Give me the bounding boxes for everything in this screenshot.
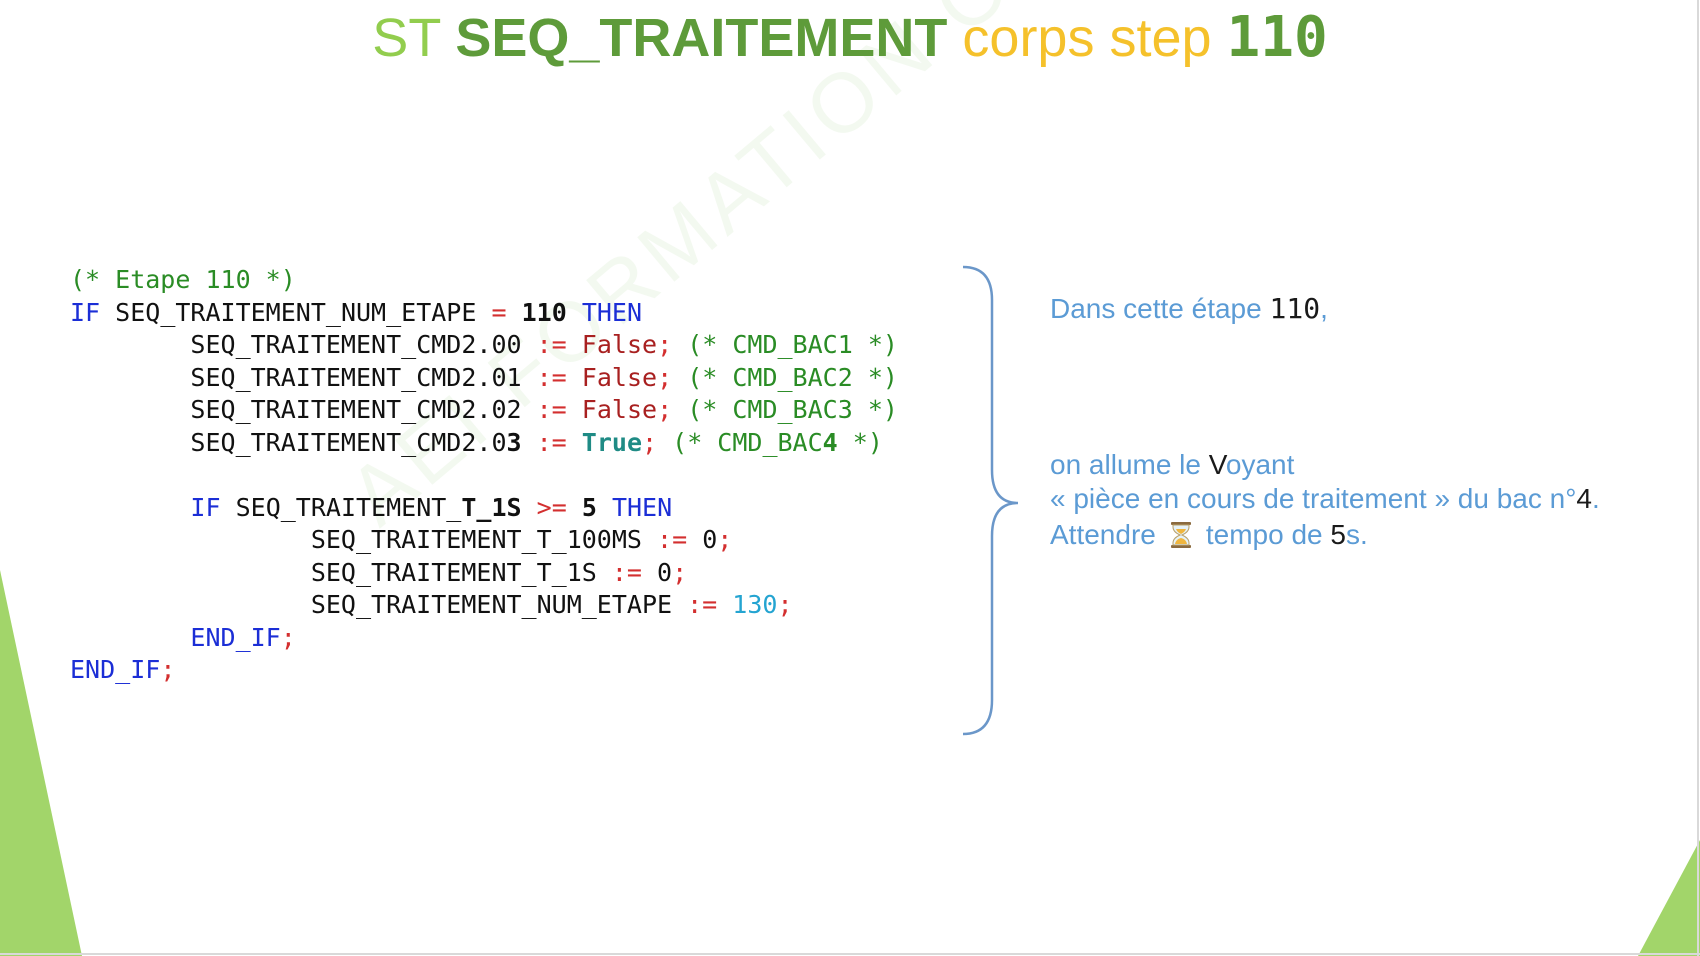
title-prefix: ST — [372, 8, 441, 68]
code-block: (* Etape 110 *) IF SEQ_TRAITEMENT_NUM_ET… — [70, 264, 898, 687]
code-line-12: END_IF; — [70, 622, 898, 655]
hourglass-icon — [1170, 522, 1191, 548]
code-line-9: SEQ_TRAITEMENT_T_100MS := 0; — [70, 524, 898, 557]
code-line-1: (* Etape 110 *) — [70, 264, 898, 297]
code-keyword: IF — [190, 492, 221, 522]
code-semicolon: ; — [777, 590, 793, 619]
code-operator: := — [611, 557, 642, 587]
explanation-line-4: Attendre tempo de 5s. — [1050, 519, 1368, 550]
code-variable: 0 — [506, 330, 522, 359]
code-semicolon: ; — [657, 330, 673, 359]
code-variable: SEQ_TRAITEMENT_T_100MS — [310, 525, 642, 554]
code-operator: := — [657, 525, 688, 554]
code-number: 0 — [702, 525, 718, 554]
code-semicolon: ; — [717, 525, 733, 554]
title-name: SEQ_TRAITEMENT — [455, 8, 948, 68]
code-semicolon: ; — [657, 395, 673, 424]
code-line-13: END_IF; — [70, 654, 898, 687]
code-operator: = — [491, 297, 507, 327]
code-line-5: SEQ_TRAITEMENT_CMD2.02 := False; (* CMD_… — [70, 394, 898, 427]
explanation-line-1: Dans cette étape 110, — [1050, 292, 1328, 325]
code-comment: (* Etape 110 *) — [70, 265, 296, 294]
code-semicolon: ; — [280, 622, 296, 652]
code-variable: SEQ_TRAITEMENT_CMD2.0 — [190, 427, 507, 457]
code-keyword: IF — [70, 297, 101, 327]
code-operator: >= — [536, 492, 567, 522]
left-green-triangle — [0, 570, 82, 956]
code-operator: := — [536, 362, 567, 392]
code-line-2: IF SEQ_TRAITEMENT_NUM_ETAPE = 110 THEN — [70, 297, 898, 330]
code-operator: := — [536, 395, 567, 424]
code-variable: SEQ_TRAITEMENT_NUM_ETAPE — [310, 590, 673, 619]
code-variable: 1 — [506, 362, 522, 392]
code-variable: SEQ_TRAITEMENT_T_1S — [310, 557, 597, 587]
code-line-7 — [70, 459, 898, 492]
code-semicolon: ; — [657, 362, 673, 392]
code-line-11: SEQ_TRAITEMENT_NUM_ETAPE := 130; — [70, 589, 898, 622]
code-line-3: SEQ_TRAITEMENT_CMD2.00 := False; (* CMD_… — [70, 329, 898, 362]
code-line-10: SEQ_TRAITEMENT_T_1S := 0; — [70, 557, 898, 590]
code-variable: 2 — [506, 395, 522, 424]
title-middle: corps step — [962, 8, 1212, 68]
code-semicolon: ; — [642, 427, 658, 457]
code-number: 110 — [521, 297, 567, 327]
code-semicolon: ; — [672, 557, 688, 587]
code-comment: (* CMD_BAC3 *) — [687, 395, 898, 424]
code-variable: SEQ_TRAITEMENT_NUM_ETAPE — [115, 297, 477, 327]
code-keyword: THEN — [611, 492, 673, 522]
explanation-step-number: 110 — [1269, 292, 1321, 325]
explanation-line-2: on allume le Voyant — [1050, 449, 1295, 480]
code-variable: SEQ_TRAITEMENT_CMD2.0 — [190, 330, 507, 359]
code-operator: := — [536, 330, 567, 359]
code-line-6: SEQ_TRAITEMENT_CMD2.03 := True; (* CMD_B… — [70, 427, 898, 460]
code-boolean: False — [581, 395, 658, 424]
code-operator: := — [687, 590, 718, 619]
right-green-triangle — [1638, 840, 1700, 956]
code-keyword: END_IF — [70, 655, 161, 684]
code-variable: 3 — [506, 427, 522, 457]
code-variable: SEQ_TRAITEMENT_ — [235, 492, 462, 522]
code-number: 0 — [657, 557, 673, 587]
code-boolean: False — [581, 330, 658, 359]
code-number: 5 — [581, 492, 597, 522]
code-variable: SEQ_TRAITEMENT_CMD2.0 — [190, 395, 507, 424]
code-line-8: IF SEQ_TRAITEMENT_T_1S >= 5 THEN — [70, 492, 898, 525]
code-boolean: False — [581, 362, 658, 392]
code-comment: (* CMD_BAC4 *) — [672, 427, 883, 457]
code-number: 130 — [732, 590, 778, 619]
code-semicolon: ; — [160, 655, 176, 684]
code-comment: (* CMD_BAC2 *) — [687, 362, 898, 392]
title-number: 110 — [1226, 5, 1328, 70]
code-keyword: THEN — [581, 297, 643, 327]
explanation-line-3: « pièce en cours de traitement » du bac … — [1050, 483, 1600, 514]
right-curly-brace-icon — [962, 265, 1019, 736]
code-keyword: END_IF — [190, 622, 281, 652]
code-variable: T_1S — [461, 492, 522, 522]
code-boolean: True — [581, 427, 643, 457]
code-operator: := — [536, 427, 567, 457]
code-comment: (* CMD_BAC1 *) — [687, 330, 898, 359]
slide-title: ST SEQ_TRAITEMENT corps step 110 — [0, 4, 1700, 72]
code-line-4: SEQ_TRAITEMENT_CMD2.01 := False; (* CMD_… — [70, 362, 898, 395]
code-variable: SEQ_TRAITEMENT_CMD2.0 — [190, 362, 507, 392]
